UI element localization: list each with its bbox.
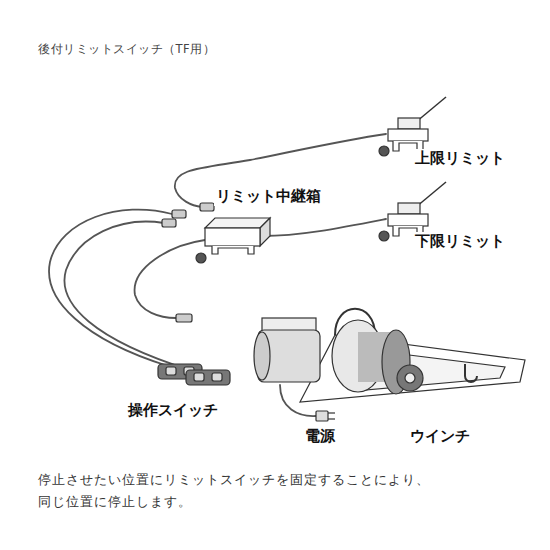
button [212,373,222,381]
box-top [205,218,270,228]
lower-cable [262,219,386,236]
switch-body [388,214,428,226]
relay-cable [135,240,205,318]
part-label: 下限リミット [413,232,507,251]
box-side [260,218,270,246]
connector [176,314,192,322]
plug-pin [328,418,335,419]
winch [254,309,525,402]
power-plug [316,411,328,421]
switch-head [398,118,420,129]
part-label: 操作スイッチ [126,401,220,420]
connector [162,219,176,227]
part-label: 上限リミット [413,149,507,168]
switch-cable [49,210,172,366]
button [166,367,176,375]
cables [49,134,386,416]
knob [379,231,389,241]
switch-body [388,129,428,141]
bracket [212,246,254,254]
motor-cap [254,332,270,380]
hub-bolt [405,373,415,383]
box-front [205,228,260,246]
part-label: ウインチ [408,427,472,446]
switch-cable [64,222,190,370]
pendant-switches [158,364,230,385]
relay-box [196,218,270,263]
caption-note: 停止させたい位置にリミットスイッチを固定することにより、 同じ位置に停止します。 [38,469,436,513]
connector [172,210,186,218]
gear-hub [397,365,423,391]
switch-head [398,203,420,214]
part-label: リミット中継箱 [214,187,323,206]
knob [196,253,206,263]
knob [379,146,389,156]
limit-switch [379,97,446,156]
hook [465,364,477,382]
part-label: 電源 [303,427,337,446]
connector [200,203,214,211]
button [194,373,204,381]
pendant [186,370,230,385]
diagram-title: 後付リミットスイッチ（TF用） [38,42,215,57]
plug-pin [328,412,335,413]
upper-cable [175,134,386,207]
